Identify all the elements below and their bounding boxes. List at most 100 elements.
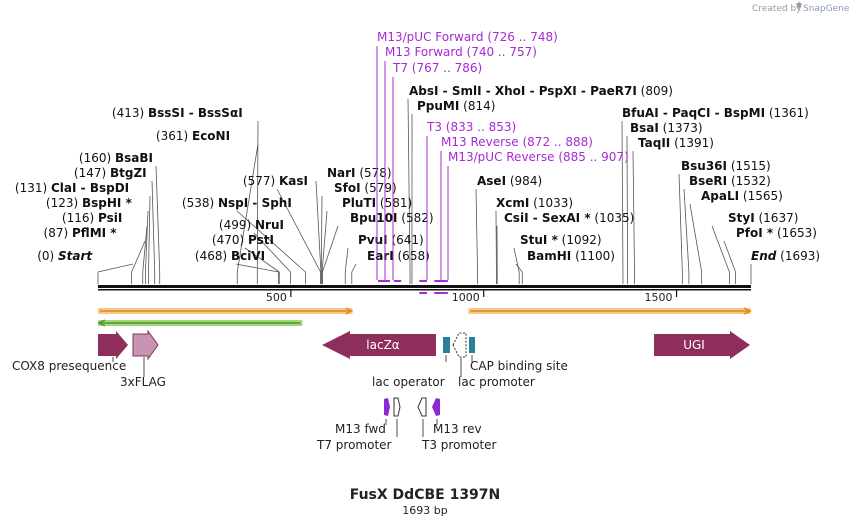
feature-cap-binding-site[interactable]	[469, 337, 475, 353]
enzyme-site[interactable]: (577) KasI	[243, 174, 308, 188]
enzyme-site[interactable]: AbsI - SmlI - XhoI - PspXI - PaeR7I (809…	[409, 84, 673, 98]
feature-lac-operator[interactable]	[443, 337, 450, 353]
primer-label[interactable]: T3 (833 .. 853)	[426, 120, 516, 134]
enzyme-connector	[475, 188, 478, 273]
enzyme-position: (1515)	[727, 159, 771, 173]
primer-range: (726 .. 748)	[484, 30, 558, 44]
enzyme-name: SfoI	[334, 181, 361, 195]
enzyme-connector	[632, 150, 635, 273]
enzyme-site[interactable]: Bsu36I (1515)	[681, 159, 771, 173]
primer-label[interactable]: M13 Reverse (872 .. 888)	[441, 135, 593, 149]
enzyme-site[interactable]: (538) NspI - SphI	[182, 196, 292, 210]
enzyme-position: (1653)	[773, 226, 817, 240]
enzyme-connector	[155, 165, 161, 273]
enzyme-site[interactable]: EarI (658)	[367, 249, 430, 263]
primer-label[interactable]: M13/pUC Reverse (885 .. 907)	[448, 150, 629, 164]
primer-name: M13/pUC Forward	[377, 30, 484, 44]
enzyme-position: (814)	[459, 99, 495, 113]
enzyme-site[interactable]: (468) BciVI	[195, 249, 265, 263]
enzyme-position: (577)	[243, 174, 279, 188]
primer-name: M13 Forward	[385, 45, 463, 59]
orf-arrowhead	[743, 307, 752, 315]
enzyme-connector	[678, 173, 683, 273]
enzyme-site[interactable]: XcmI (1033)	[496, 196, 573, 210]
enzyme-position: (468)	[195, 249, 231, 263]
enzyme-name: End	[751, 249, 777, 263]
enzyme-position: (658)	[394, 249, 430, 263]
enzyme-site[interactable]: StyI (1637)	[728, 211, 798, 225]
enzyme-name: BciVI	[231, 249, 265, 263]
enzyme-position: (499)	[219, 218, 255, 232]
enzyme-site[interactable]: AseI (984)	[477, 174, 542, 188]
enzyme-site[interactable]: (123) BspHI *	[46, 196, 133, 210]
enzyme-connector	[513, 247, 520, 273]
enzyme-site[interactable]: StuI * (1092)	[520, 233, 602, 247]
enzyme-name: PluTI	[342, 196, 376, 210]
enzyme-site[interactable]: (499) NruI	[219, 218, 284, 232]
enzyme-site[interactable]: (87) PflMI *	[44, 226, 118, 240]
feature-lacz-alpha[interactable]	[322, 331, 436, 359]
enzyme-site[interactable]: End (1693)	[751, 249, 820, 263]
enzyme-site[interactable]: BsaI (1373)	[630, 121, 703, 135]
feature-lac-promoter[interactable]	[452, 332, 467, 358]
primer-name: M13/pUC Reverse	[448, 150, 555, 164]
primer-range: (767 .. 786)	[408, 61, 482, 75]
enzyme-name: KasI	[279, 174, 308, 188]
feature-m13-rev[interactable]	[432, 398, 440, 416]
enzyme-position: (1361)	[765, 106, 809, 120]
enzyme-position: (1092)	[558, 233, 602, 247]
enzyme-site[interactable]: TaqII (1391)	[638, 136, 714, 150]
enzyme-site[interactable]: SfoI (579)	[334, 181, 397, 195]
enzyme-connector	[236, 143, 259, 273]
map-length: 1693 bp	[402, 504, 447, 517]
enzyme-site[interactable]: (413) BssSI - BssSαI	[112, 106, 243, 120]
primer-label[interactable]: M13/pUC Forward (726 .. 748)	[377, 30, 558, 44]
enzyme-site[interactable]: NarI (578)	[327, 166, 392, 180]
enzyme-site[interactable]: Bpu10I (582)	[350, 211, 434, 225]
enzyme-connector	[515, 263, 523, 273]
feature-t3-promoter[interactable]	[417, 397, 427, 417]
enzyme-site[interactable]: (0) Start	[37, 249, 93, 263]
feature-cox8-presequence[interactable]	[98, 331, 128, 359]
feature-ugi[interactable]	[654, 331, 750, 359]
enzyme-position: (641)	[388, 233, 424, 247]
enzyme-connector	[626, 135, 628, 273]
enzyme-site[interactable]: (131) ClaI - BspDI	[15, 181, 129, 195]
enzyme-site[interactable]: PvuI (641)	[358, 233, 424, 247]
enzyme-site[interactable]: CsiI - SexAI * (1035)	[504, 211, 634, 225]
enzyme-position: (1035)	[591, 211, 635, 225]
enzyme-name: NspI - SphI	[218, 196, 292, 210]
enzyme-site[interactable]: (361) EcoNI	[156, 129, 230, 143]
enzyme-name: BsaI	[630, 121, 659, 135]
feature-ugi-label: UGI	[683, 338, 705, 352]
feature-label-t3-promoter: T3 promoter	[421, 438, 497, 452]
enzyme-position: (116)	[62, 211, 98, 225]
enzyme-site[interactable]: BfuAI - PaqCI - BspMI (1361)	[622, 106, 809, 120]
feature-t7-promoter[interactable]	[393, 397, 401, 417]
enzyme-site[interactable]: (160) BsaBI	[79, 151, 153, 165]
primer-label[interactable]: T7 (767 .. 786)	[392, 61, 482, 75]
enzyme-connector	[689, 203, 703, 273]
enzyme-site[interactable]: ApaLI (1565)	[701, 189, 783, 203]
feature-3xflag[interactable]	[132, 329, 159, 361]
enzyme-position: (1693)	[776, 249, 820, 263]
enzyme-site[interactable]: BamHI (1100)	[527, 249, 615, 263]
enzyme-name: PpuMI	[417, 99, 459, 113]
enzyme-site[interactable]: PpuMI (814)	[417, 99, 495, 113]
enzyme-site[interactable]: BseRI (1532)	[689, 174, 771, 188]
enzyme-position: (579)	[361, 181, 397, 195]
primer-label[interactable]: M13 Forward (740 .. 757)	[385, 45, 537, 59]
enzyme-site[interactable]: (147) BtgZI	[74, 166, 147, 180]
enzyme-name: EcoNI	[192, 129, 230, 143]
enzyme-position: (582)	[397, 211, 433, 225]
enzyme-name: Bsu36I	[681, 159, 727, 173]
enzyme-site[interactable]: (116) PsiI	[62, 211, 122, 225]
enzyme-name: BfuAI - PaqCI - BspMI	[622, 106, 765, 120]
enzyme-position: (413)	[112, 106, 148, 120]
enzyme-site[interactable]: PfoI * (1653)	[736, 226, 817, 240]
enzyme-connector	[407, 98, 411, 273]
enzyme-site[interactable]: (470) PstI	[212, 233, 274, 247]
feature-m13-fwd[interactable]	[384, 398, 390, 416]
credit-prefix: Created by	[752, 4, 802, 14]
enzyme-position: (578)	[356, 166, 392, 180]
